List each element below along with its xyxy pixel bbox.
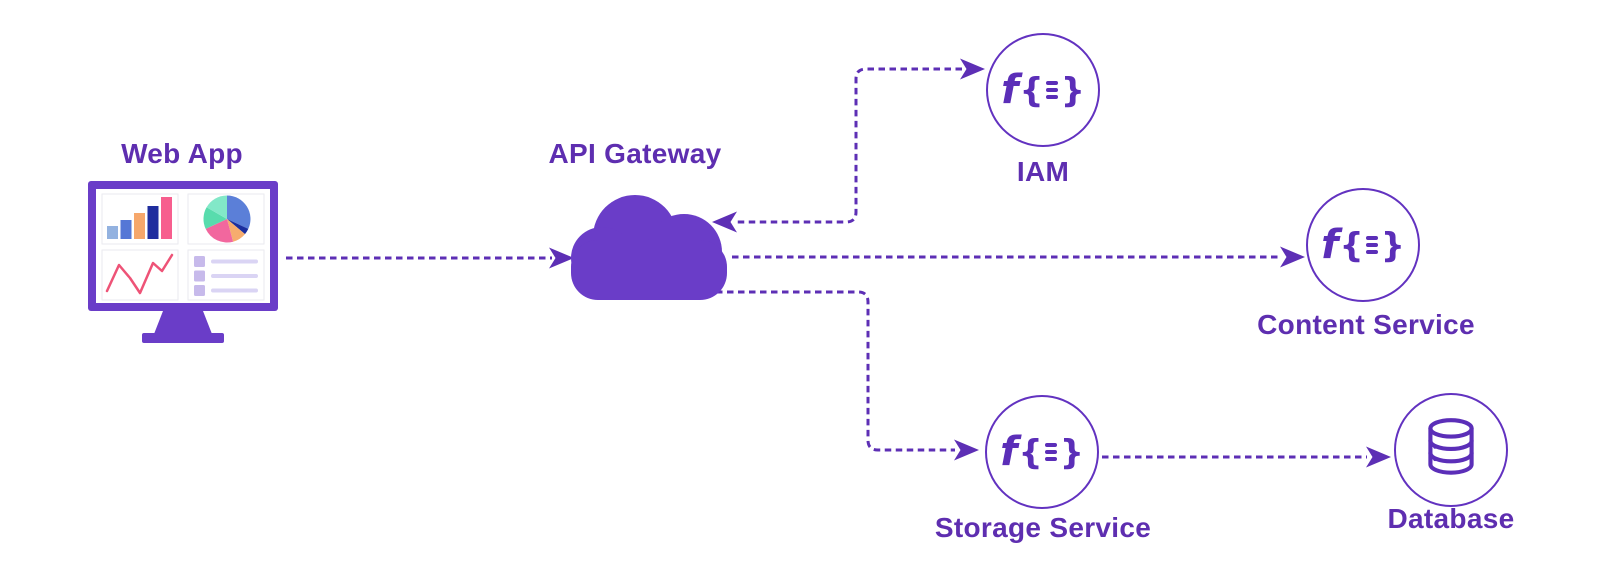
cloud-icon: [571, 195, 727, 300]
function-open-brace: {: [1018, 433, 1043, 473]
arrowhead-into-content-service: [1280, 246, 1305, 268]
function-bars-icon: [1366, 236, 1379, 254]
label-database: Database: [1387, 503, 1515, 534]
arrowhead-into-gateway-from-iam: [712, 211, 737, 233]
node-database: [1394, 393, 1508, 507]
monitor-stand: [154, 311, 212, 334]
arrowhead-into-storage-service: [954, 439, 979, 461]
arrowhead-into-database: [1366, 446, 1391, 468]
function-close-brace: }: [1380, 226, 1405, 266]
arrowhead-into-iam: [960, 58, 985, 80]
mini-list-widget: [187, 249, 265, 301]
function-close-brace: }: [1060, 71, 1085, 111]
node-content-service: f{}: [1306, 188, 1420, 302]
function-f: f: [1321, 222, 1339, 268]
function-bars-icon: [1045, 443, 1058, 461]
database-cylinder-icon: [1428, 418, 1474, 475]
function-f: f: [1000, 429, 1018, 475]
label-content-service: Content Service: [1257, 309, 1475, 340]
lambda-function-icon: f{}: [1321, 225, 1405, 265]
label-iam: IAM: [1016, 156, 1070, 187]
node-iam: f{}: [986, 33, 1100, 147]
lambda-function-icon: f{}: [1000, 432, 1084, 472]
label-storage-service: Storage Service: [934, 512, 1152, 543]
mini-line-chart: [101, 249, 179, 301]
edge-gateway-to-storage: [716, 290, 955, 452]
function-f: f: [1001, 67, 1019, 113]
lambda-function-icon: f{}: [1001, 70, 1085, 110]
label-api-gateway: API Gateway: [548, 138, 722, 169]
monitor-dashboard-icon: [88, 181, 278, 343]
function-close-brace: }: [1059, 433, 1084, 473]
function-open-brace: {: [1019, 71, 1044, 111]
monitor-base: [142, 333, 224, 343]
edge-gateway-iam-roundtrip: [737, 67, 962, 224]
function-open-brace: {: [1339, 226, 1364, 266]
node-storage-service: f{}: [985, 395, 1099, 509]
mini-bar-chart: [101, 193, 179, 245]
function-bars-icon: [1046, 81, 1059, 99]
label-web-app: Web App: [121, 138, 243, 169]
arrowhead-into-gateway-from-webapp: [549, 247, 574, 269]
mini-pie-chart: [187, 193, 265, 245]
